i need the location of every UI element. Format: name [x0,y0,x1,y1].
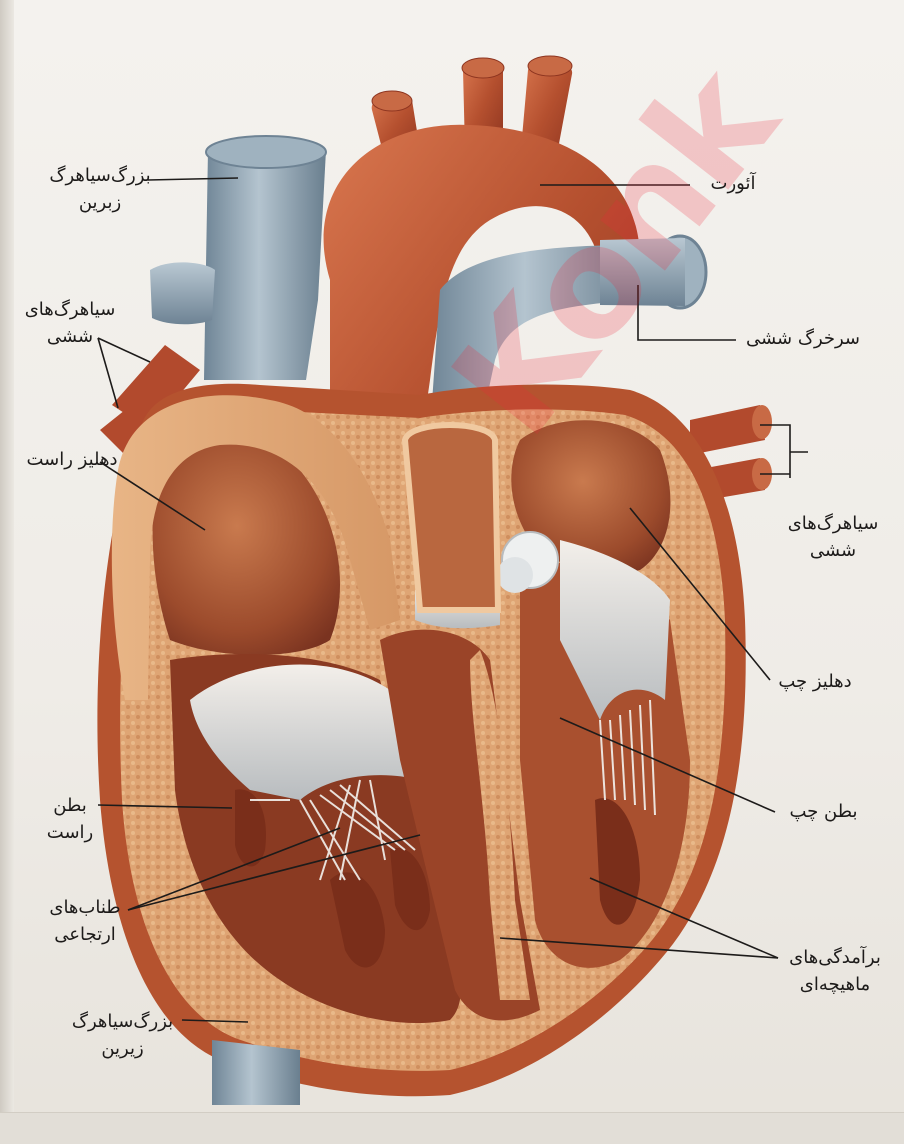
svc-opening [206,136,326,168]
superior-vena-cava-shape [204,140,326,380]
label-right-atrium: دهلیز راست [22,446,122,473]
page-bottom-edge [0,1112,904,1144]
inferior-vena-cava-shape [212,1040,300,1105]
label-pulmonary-artery: سرخرگ ششی [738,325,868,352]
label-aorta: آئورت [688,170,778,197]
svc-side-branch [150,262,215,324]
label-left-atrium: دهلیز چپ [760,668,870,695]
label-left-ventricle: بطن چپ [776,798,871,825]
pulmonary-trunk [405,425,498,610]
